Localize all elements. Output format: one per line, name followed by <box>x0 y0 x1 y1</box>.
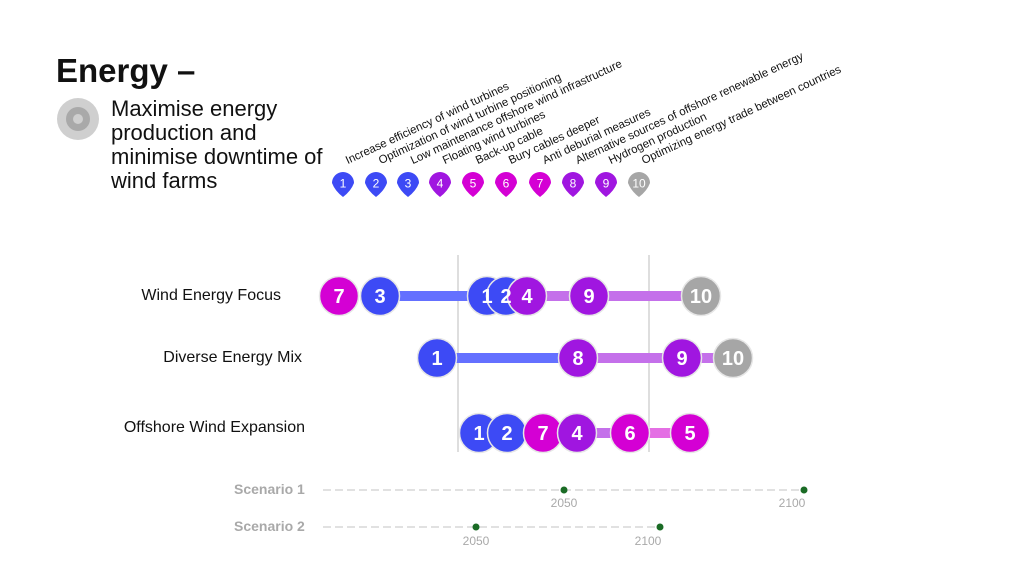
pathway-measure-node-8 <box>557 337 599 379</box>
scenario-1-dot-2050 <box>560 486 568 494</box>
measure-marker-7 <box>529 172 551 197</box>
measure-marker-number: 10 <box>632 177 646 191</box>
pathway-measure-number: 7 <box>537 423 548 445</box>
pathway-measure-number: 2 <box>501 423 512 445</box>
measure-marker-5 <box>462 172 484 197</box>
scenario-1-label: Scenario 1 <box>234 481 305 497</box>
measure-marker-number: 3 <box>405 177 412 191</box>
measure-marker-9 <box>595 172 617 197</box>
pathway-measure-number: 10 <box>722 348 744 370</box>
scenario-2-dot-2050 <box>472 523 480 531</box>
pathway-measure-number: 8 <box>572 348 583 370</box>
measure-marker-number: 4 <box>437 177 444 191</box>
measure-marker-number: 1 <box>340 177 347 191</box>
pathway-measure-number: 4 <box>571 423 583 445</box>
pathway-measure-number: 1 <box>473 423 484 445</box>
pathway-measure-node-4 <box>506 275 548 317</box>
pathway-measure-node-7 <box>318 275 360 317</box>
scenario-2-tick-2100: 2100 <box>634 534 662 548</box>
scenario-2-dot-2100 <box>656 523 664 531</box>
page-title: Energy – <box>56 52 196 89</box>
measure-marker-2 <box>365 172 387 197</box>
scenario-2-label: Scenario 2 <box>234 518 305 534</box>
scenario-2-tick-2050: 2050 <box>462 534 490 548</box>
pathway-measure-node-3 <box>359 275 401 317</box>
measure-marker-number: 8 <box>570 177 577 191</box>
scenario-1-dot-2100 <box>800 486 808 494</box>
pathway-measure-node-5 <box>669 412 711 454</box>
measure-marker-8 <box>562 172 584 197</box>
measure-marker-10 <box>628 172 650 197</box>
pathway-measure-node-10 <box>680 275 722 317</box>
pathway-measure-node-10 <box>712 337 754 379</box>
pathway-measure-number: 6 <box>624 423 635 445</box>
pathway-measure-number: 9 <box>583 286 594 308</box>
measure-marker-number: 5 <box>470 177 477 191</box>
measure-marker-number: 9 <box>603 177 610 191</box>
pathway-measure-number: 2 <box>500 286 511 308</box>
pathway-measure-node-9 <box>568 275 610 317</box>
pathway-label-wind-energy-focus: Wind Energy Focus <box>141 287 281 304</box>
pathway-measure-number: 1 <box>431 348 442 370</box>
measure-marker-1 <box>332 172 354 197</box>
measure-marker-4 <box>429 172 451 197</box>
measure-marker-number: 2 <box>373 177 380 191</box>
pathway-measure-number: 4 <box>521 286 533 308</box>
objective-subtitle: Maximise energy production and minimise … <box>111 96 323 193</box>
pathway-measure-number: 1 <box>481 286 492 308</box>
pathway-label-offshore-wind-expansion: Offshore Wind Expansion <box>123 419 305 436</box>
pathway-measure-number: 9 <box>676 348 687 370</box>
pathway-measure-number: 5 <box>684 423 695 445</box>
pathway-label-diverse-energy-mix: Diverse Energy Mix <box>163 349 302 366</box>
pathway-measure-number: 3 <box>374 286 385 308</box>
measure-marker-number: 6 <box>503 177 510 191</box>
pathway-measure-number: 7 <box>333 286 344 308</box>
pathway-measure-node-1 <box>416 337 458 379</box>
measure-marker-6 <box>495 172 517 197</box>
pathway-measure-node-6 <box>609 412 651 454</box>
measure-marker-number: 7 <box>537 177 544 191</box>
target-icon <box>57 98 99 140</box>
scenario-1-tick-2100: 2100 <box>778 496 806 510</box>
measure-marker-3 <box>397 172 419 197</box>
pathway-measure-node-4 <box>556 412 598 454</box>
scenario-1-tick-2050: 2050 <box>550 496 578 510</box>
pathway-measure-node-9 <box>661 337 703 379</box>
pathway-measure-number: 10 <box>690 286 712 308</box>
